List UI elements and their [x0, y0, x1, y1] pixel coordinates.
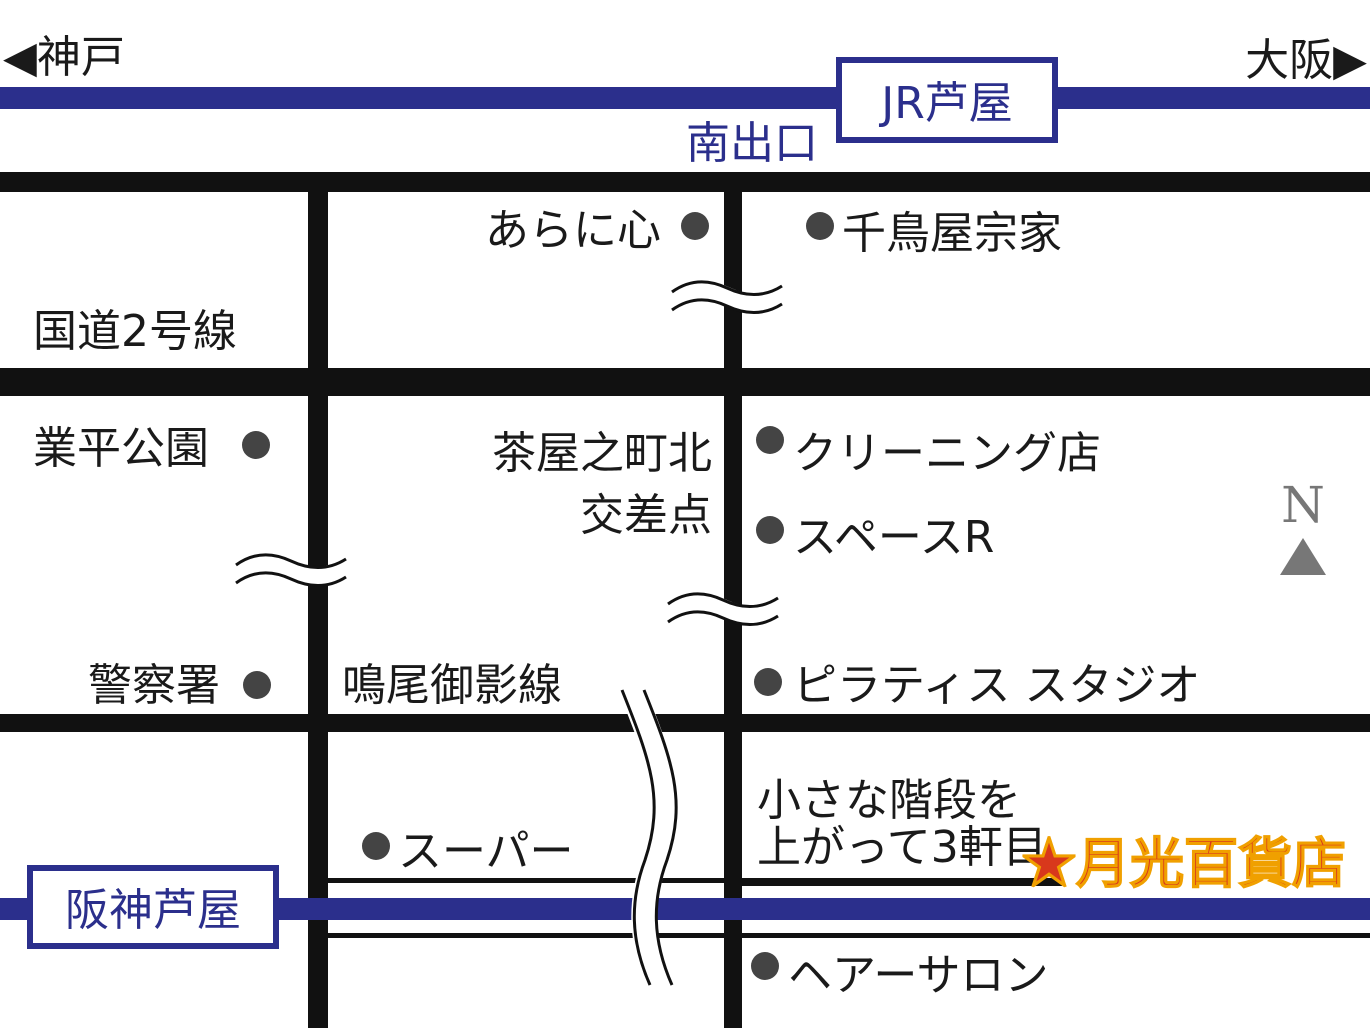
- compass-label: N: [1281, 476, 1325, 534]
- road-label-naruo-mikage: 鳴尾御影線: [342, 660, 562, 711]
- hanshin-rail-line: [0, 898, 1370, 920]
- landmark-dot: [806, 212, 834, 240]
- landmark-space-r: スペースR: [793, 512, 994, 563]
- destination-note-2: 上がって3軒目: [757, 822, 1047, 873]
- landmark-narihira-park: 業平公園: [33, 423, 209, 474]
- landmark-police: 警察署: [88, 660, 220, 711]
- landmark-supermarket: スーパー: [398, 826, 574, 877]
- road-vertical-right: [724, 172, 742, 1028]
- hanshin-rail-edge-top: [326, 878, 1062, 883]
- jr-exit-label: 南出口: [686, 118, 818, 169]
- landmark-dot: [242, 431, 270, 459]
- landmark-dot: [751, 952, 779, 980]
- jr-rail-line: [0, 87, 1370, 109]
- north-arrow-icon: N: [1280, 476, 1326, 575]
- road-top: [0, 172, 1370, 192]
- road-route2: [0, 368, 1370, 396]
- hanshin-station-label: 阪神芦屋: [65, 885, 241, 936]
- landmark-dot: [756, 516, 784, 544]
- river: [619, 685, 678, 991]
- landmark-dot: [754, 668, 782, 696]
- hanshin-rail-edge-bottom: [326, 933, 1370, 938]
- landmark-dot: [243, 671, 271, 699]
- road-naruo-mikage: [0, 714, 1370, 732]
- destination-name: ★月光百貨店: [1022, 831, 1346, 895]
- destination-note-1: 小さな階段を: [757, 775, 1021, 826]
- road-break-lines: [235, 280, 783, 626]
- landmark-cleaning: クリーニング店: [793, 428, 1101, 479]
- landmark-dot: [362, 832, 390, 860]
- landmark-pilates: ピラティス スタジオ: [793, 660, 1200, 711]
- landmark-dot: [681, 212, 709, 240]
- jr-station-box: [836, 57, 1058, 143]
- intersection-label-1: 茶屋之町北: [492, 428, 712, 479]
- intersection-label-2: 交差点: [580, 490, 712, 541]
- direction-osaka: 大阪▶: [1245, 35, 1367, 86]
- road-break-mark: [230, 281, 787, 624]
- road-vertical-left: [308, 172, 328, 1028]
- landmark-hair-salon: ヘアーサロン: [788, 950, 1048, 1001]
- hanshin-station-box: [27, 865, 279, 949]
- landmark-dot: [756, 426, 784, 454]
- direction-kobe: ◀神戸: [3, 32, 125, 83]
- road-label-route2: 国道2号線: [33, 306, 237, 357]
- landmark-chidoriya: 千鳥屋宗家: [842, 208, 1062, 259]
- jr-station-label: JR芦屋: [878, 78, 1013, 129]
- destination-underline: [742, 880, 1062, 886]
- landmark-aranishin: あらに心: [485, 205, 661, 256]
